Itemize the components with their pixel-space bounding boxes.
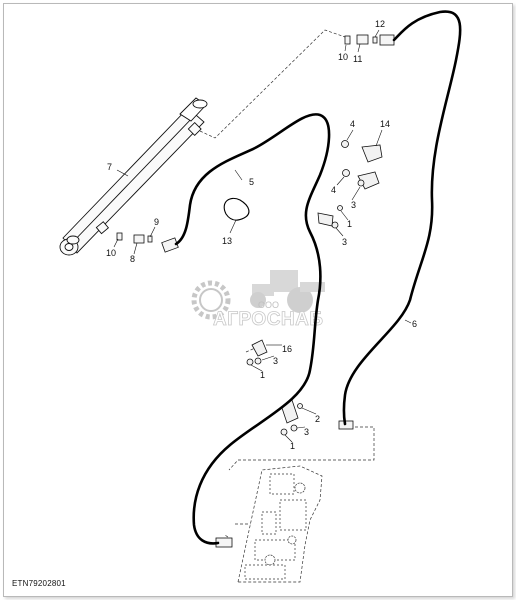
- callout-9: 9: [154, 217, 159, 227]
- clamp-middle: [317, 212, 334, 227]
- callout-8: 8: [130, 254, 135, 264]
- nut-3-upper: [357, 179, 365, 187]
- watermark-prefix: ООО: [258, 300, 279, 310]
- figure-id: ETN79202801: [12, 579, 66, 588]
- callout-3-middle: 3: [342, 237, 347, 247]
- bolt-1-lower: [280, 428, 288, 436]
- watermark-gear-icon: [191, 280, 231, 320]
- watermark: ООО АГРОСНАБ: [191, 270, 325, 330]
- callout-1-lower: 1: [290, 441, 295, 451]
- callout-14: 14: [380, 119, 390, 129]
- fitting-o-ring-9: [147, 235, 153, 243]
- callout-2: 2: [315, 414, 320, 424]
- bolt-4-lower: [342, 169, 350, 177]
- bolt-4-upper: [341, 140, 349, 148]
- nut-3-mid-lower: [254, 357, 262, 365]
- fitting-adapter-11: [356, 34, 369, 45]
- hose-end-fitting-6: [338, 420, 354, 430]
- fittings: [116, 34, 395, 548]
- hose-5: [174, 113, 331, 545]
- callout-11: 11: [353, 54, 362, 64]
- callout-5: 5: [249, 177, 254, 187]
- nut-3-lower: [290, 424, 298, 432]
- fitting-o-ring-10-upper: [344, 35, 351, 45]
- hose-end-fitting-top: [379, 34, 395, 46]
- callout-12: 12: [375, 19, 385, 29]
- nut-3-middle: [331, 221, 339, 229]
- callout-labels: 7 5 6 13 9 8 10 10 11 12 4 14 4 3 1 3 16…: [106, 19, 417, 451]
- hydraulic-cylinder: [59, 97, 208, 256]
- callout-6: 6: [412, 319, 417, 329]
- watermark-tractor-icon: [250, 270, 325, 313]
- clamp-2: [281, 399, 299, 424]
- fitting-adapter-8: [133, 234, 145, 244]
- callout-7: 7: [107, 162, 112, 172]
- callout-10-upper: 10: [338, 52, 348, 62]
- tie-strap-13: [223, 197, 250, 221]
- bolt-1-mid-lower: [246, 358, 254, 366]
- callout-3-lower: 3: [304, 427, 309, 437]
- clamps-and-bolts: [246, 140, 383, 436]
- callout-4-upper: 4: [350, 119, 355, 129]
- fitting-o-ring-10-lower: [116, 232, 123, 241]
- callout-4-lower: 4: [331, 185, 336, 195]
- clamp-14-upper: [361, 144, 383, 163]
- callout-13: 13: [222, 236, 232, 246]
- bolt-1-middle: [337, 205, 343, 211]
- callout-3-mid-lower: 3: [273, 356, 278, 366]
- screw-2: [297, 403, 303, 409]
- hoses: [174, 10, 462, 545]
- watermark-name: АГРОСНАБ: [213, 309, 324, 330]
- callout-10-lower: 10: [106, 248, 116, 258]
- callout-1-mid-lower: 1: [260, 370, 265, 380]
- control-valve-block: [237, 465, 323, 583]
- fitting-o-ring-12: [372, 36, 378, 44]
- callout-3-upper: 3: [351, 200, 356, 210]
- clamp-16: [251, 339, 268, 357]
- leader-lines: [113, 29, 412, 443]
- callout-16: 16: [282, 344, 292, 354]
- callout-1-upper: 1: [347, 219, 352, 229]
- hose-6: [342, 10, 462, 426]
